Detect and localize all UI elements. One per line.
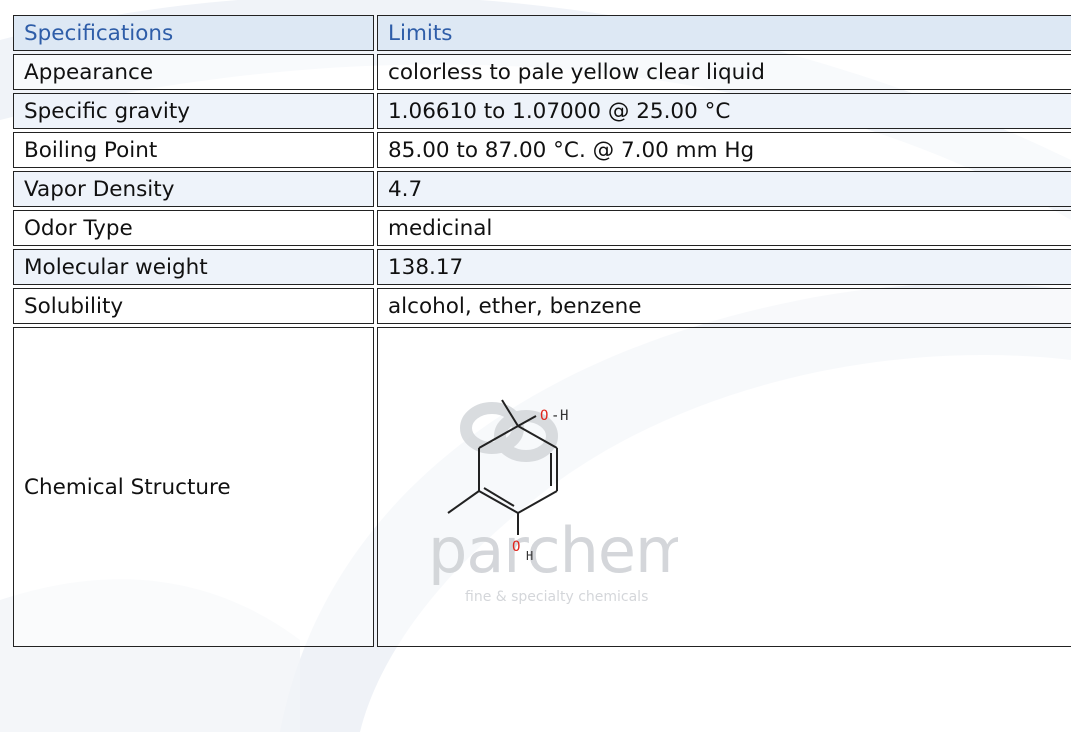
atom-bond-dash: - xyxy=(551,408,559,424)
header-limits: Limits xyxy=(377,15,1071,51)
table-row: Vapor Density 4.7 xyxy=(13,171,1071,207)
structure-row: Chemical Structure parchem fine & specia… xyxy=(13,327,1071,647)
molecule-skeleton xyxy=(447,399,558,535)
structure-cell: parchem fine & specialty chemicals xyxy=(377,327,1071,647)
table-row: Appearance colorless to pale yellow clea… xyxy=(13,54,1071,90)
row-value: alcohol, ether, benzene xyxy=(377,288,1071,324)
parchem-watermark: parchem fine & specialty chemicals xyxy=(428,402,678,605)
row-label: Boiling Point xyxy=(13,132,374,168)
table-row: Solubility alcohol, ether, benzene xyxy=(13,288,1071,324)
table-row: Molecular weight 138.17 xyxy=(13,249,1071,285)
atom-oxygen: O xyxy=(512,539,520,555)
row-label: Appearance xyxy=(13,54,374,90)
watermark-tagline: fine & specialty chemicals xyxy=(465,589,648,605)
table-row: Boiling Point 85.00 to 87.00 °C. @ 7.00 … xyxy=(13,132,1071,168)
header-specifications: Specifications xyxy=(13,15,374,51)
row-value: colorless to pale yellow clear liquid xyxy=(377,54,1071,90)
row-label: Molecular weight xyxy=(13,249,374,285)
atom-hydrogen: H xyxy=(560,408,568,424)
atom-oxygen: O xyxy=(540,408,548,424)
atom-hydrogen: H xyxy=(526,549,533,563)
table-row: Specific gravity 1.06610 to 1.07000 @ 25… xyxy=(13,93,1071,129)
row-label: Odor Type xyxy=(13,210,374,246)
table-row: Odor Type medicinal xyxy=(13,210,1071,246)
row-value: 4.7 xyxy=(377,171,1071,207)
structure-label: Chemical Structure xyxy=(13,327,374,647)
row-value: 1.06610 to 1.07000 @ 25.00 °C xyxy=(377,93,1071,129)
chemical-structure-image: parchem fine & specialty chemicals xyxy=(428,399,678,605)
row-label: Specific gravity xyxy=(13,93,374,129)
row-label: Vapor Density xyxy=(13,171,374,207)
specifications-table: Specifications Limits Appearance colorle… xyxy=(10,12,1071,650)
row-value: medicinal xyxy=(377,210,1071,246)
watermark-brand: parchem xyxy=(428,514,678,587)
row-value: 138.17 xyxy=(377,249,1071,285)
row-value: 85.00 to 87.00 °C. @ 7.00 mm Hg xyxy=(377,132,1071,168)
table-header-row: Specifications Limits xyxy=(13,15,1071,51)
row-label: Solubility xyxy=(13,288,374,324)
